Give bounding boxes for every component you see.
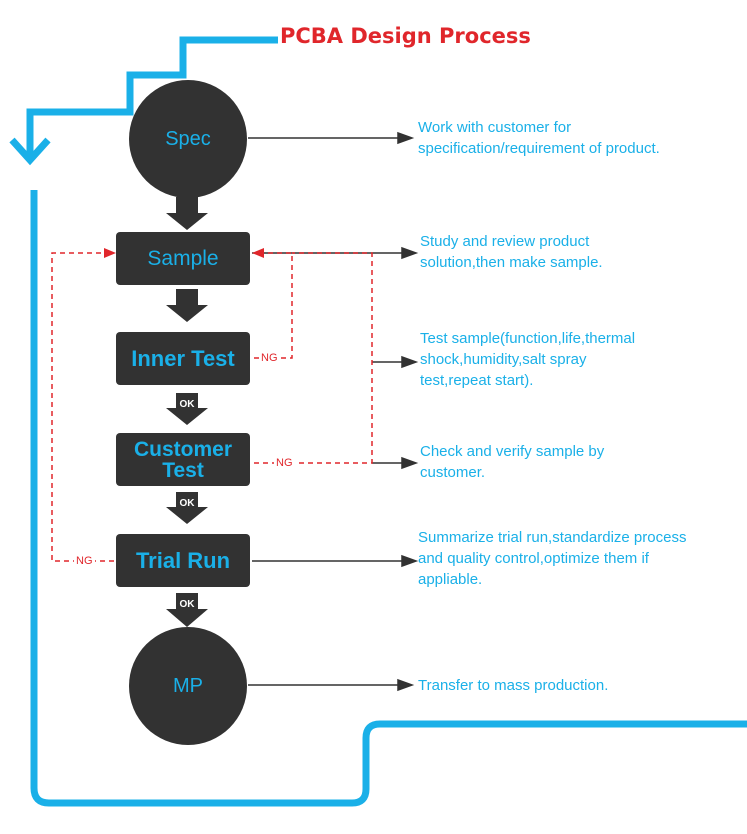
spec-description-line: Work with customer for — [418, 119, 572, 136]
trial-run-description-line: appliable. — [418, 571, 483, 588]
ng-loop-inner — [254, 252, 293, 359]
customer-test-label-line1: Customer — [133, 437, 233, 461]
customer-test-description: Check and verify sample by customer. — [420, 441, 604, 483]
inner-test-node: Inner Test — [116, 332, 250, 385]
sample-description: Study and review product solution,then m… — [420, 231, 603, 273]
blue-frame-line — [26, 36, 278, 155]
mp-node: MP — [129, 627, 247, 745]
mp-description-line: Transfer to mass production. — [418, 677, 609, 694]
down-arrow-2 — [166, 289, 208, 322]
ng-label-customer: NG — [274, 457, 295, 469]
down-arrow-1 — [166, 197, 208, 230]
sample-node: Sample — [116, 232, 250, 285]
customer-test-description-line: Check and verify sample by — [420, 443, 605, 460]
inner-test-description-line: test,repeat start). — [420, 372, 534, 389]
ok-label-2: OK — [179, 498, 195, 509]
trial-run-description-line: and quality control,optimize them if — [418, 550, 649, 567]
sample-label: Sample — [147, 246, 219, 270]
mp-description: Transfer to mass production. — [418, 675, 608, 696]
spec-node: Spec — [129, 80, 247, 198]
trial-run-node: Trial Run — [116, 534, 250, 587]
inner-test-description-line: shock,humidity,salt spray — [420, 351, 587, 368]
mp-label: MP — [173, 674, 203, 697]
ng-arrow-left — [104, 248, 116, 258]
page-title: PCBA Design Process — [280, 24, 531, 48]
ok-label-3: OK — [179, 599, 195, 610]
spec-description: Work with customer for specification/req… — [418, 117, 660, 159]
inner-test-description-line: Test sample(function,life,thermal — [420, 330, 636, 347]
spec-label: Spec — [165, 127, 211, 150]
down-arrow-ok-1 — [166, 393, 208, 425]
ng-label-inner: NG — [259, 352, 280, 364]
trial-run-description-line: Summarize trial run,standardize process — [418, 529, 687, 546]
ng-loop-customer — [254, 252, 373, 464]
inner-test-description: Test sample(function,life,thermal shock,… — [420, 328, 635, 391]
trial-run-description: Summarize trial run,standardize process … — [418, 527, 686, 590]
down-arrow-ok-2 — [166, 492, 208, 524]
inner-test-label: Inner Test — [131, 345, 235, 371]
ng-loop-trial — [51, 252, 114, 562]
sample-description-line: Study and review product — [420, 233, 590, 250]
ng-label-trial: NG — [74, 555, 95, 567]
customer-test-description-line: customer. — [420, 464, 486, 481]
ng-arrow-right — [252, 248, 264, 258]
blue-frame-bottom — [30, 190, 747, 807]
ok-label-1: OK — [179, 399, 195, 410]
customer-test-node: Customer Test — [116, 433, 250, 486]
blue-arrow-head — [9, 137, 51, 166]
trial-run-label: Trial Run — [135, 547, 231, 573]
customer-test-label-line2: Test — [162, 458, 204, 482]
down-arrow-ok-3 — [166, 593, 208, 627]
spec-description-line: specification/requirement of product. — [418, 140, 660, 157]
sample-description-line: solution,then make sample. — [420, 254, 603, 271]
